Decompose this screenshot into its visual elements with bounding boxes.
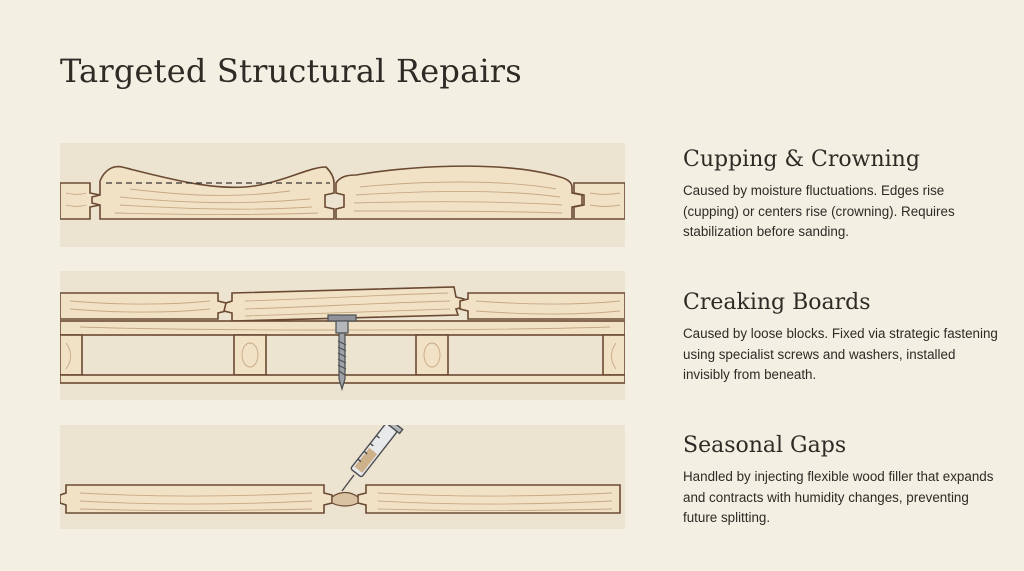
- right-board: [357, 484, 621, 514]
- lifted-floor-board: [223, 286, 465, 322]
- joist-1: [60, 334, 83, 376]
- cupping-crowning-heading: Cupping & Crowning: [683, 147, 920, 172]
- filler-syringe: [341, 425, 404, 492]
- screw-and-washer: [327, 314, 357, 392]
- cupping-crowning-diagram: [60, 165, 625, 220]
- joist-4: [602, 334, 625, 376]
- creaking-boards-description: Caused by loose blocks. Fixed via strate…: [683, 326, 998, 382]
- cupping-crowning-section: Cupping & Crowning Caused by moisture fl…: [683, 147, 1003, 243]
- creaking-boards-section: Creaking Boards Caused by loose blocks. …: [683, 290, 1003, 386]
- joist-3: [415, 334, 449, 376]
- page-title: Targeted Structural Repairs: [60, 52, 522, 90]
- right-floor-board: [459, 292, 625, 320]
- seasonal-gaps-section: Seasonal Gaps Handled by injecting flexi…: [683, 433, 1003, 529]
- seasonal-gaps-description: Handled by injecting flexible wood fille…: [683, 469, 994, 525]
- cupping-crowning-illustration: [60, 143, 625, 247]
- creaking-boards-illustration: [60, 271, 625, 400]
- cupped-board: [91, 165, 335, 220]
- left-board: [60, 484, 333, 514]
- seasonal-gaps-illustration: [60, 425, 625, 529]
- joist-2: [233, 334, 267, 376]
- wood-filler: [331, 491, 359, 507]
- creaking-boards-diagram: [60, 286, 625, 392]
- creaking-boards-heading: Creaking Boards: [683, 290, 871, 315]
- right-board-stub: [573, 182, 625, 220]
- seasonal-gaps-heading: Seasonal Gaps: [683, 433, 847, 458]
- cupping-crowning-description: Caused by moisture fluctuations. Edges r…: [683, 183, 955, 239]
- seasonal-gaps-diagram: [60, 425, 621, 514]
- left-floor-board: [60, 292, 227, 320]
